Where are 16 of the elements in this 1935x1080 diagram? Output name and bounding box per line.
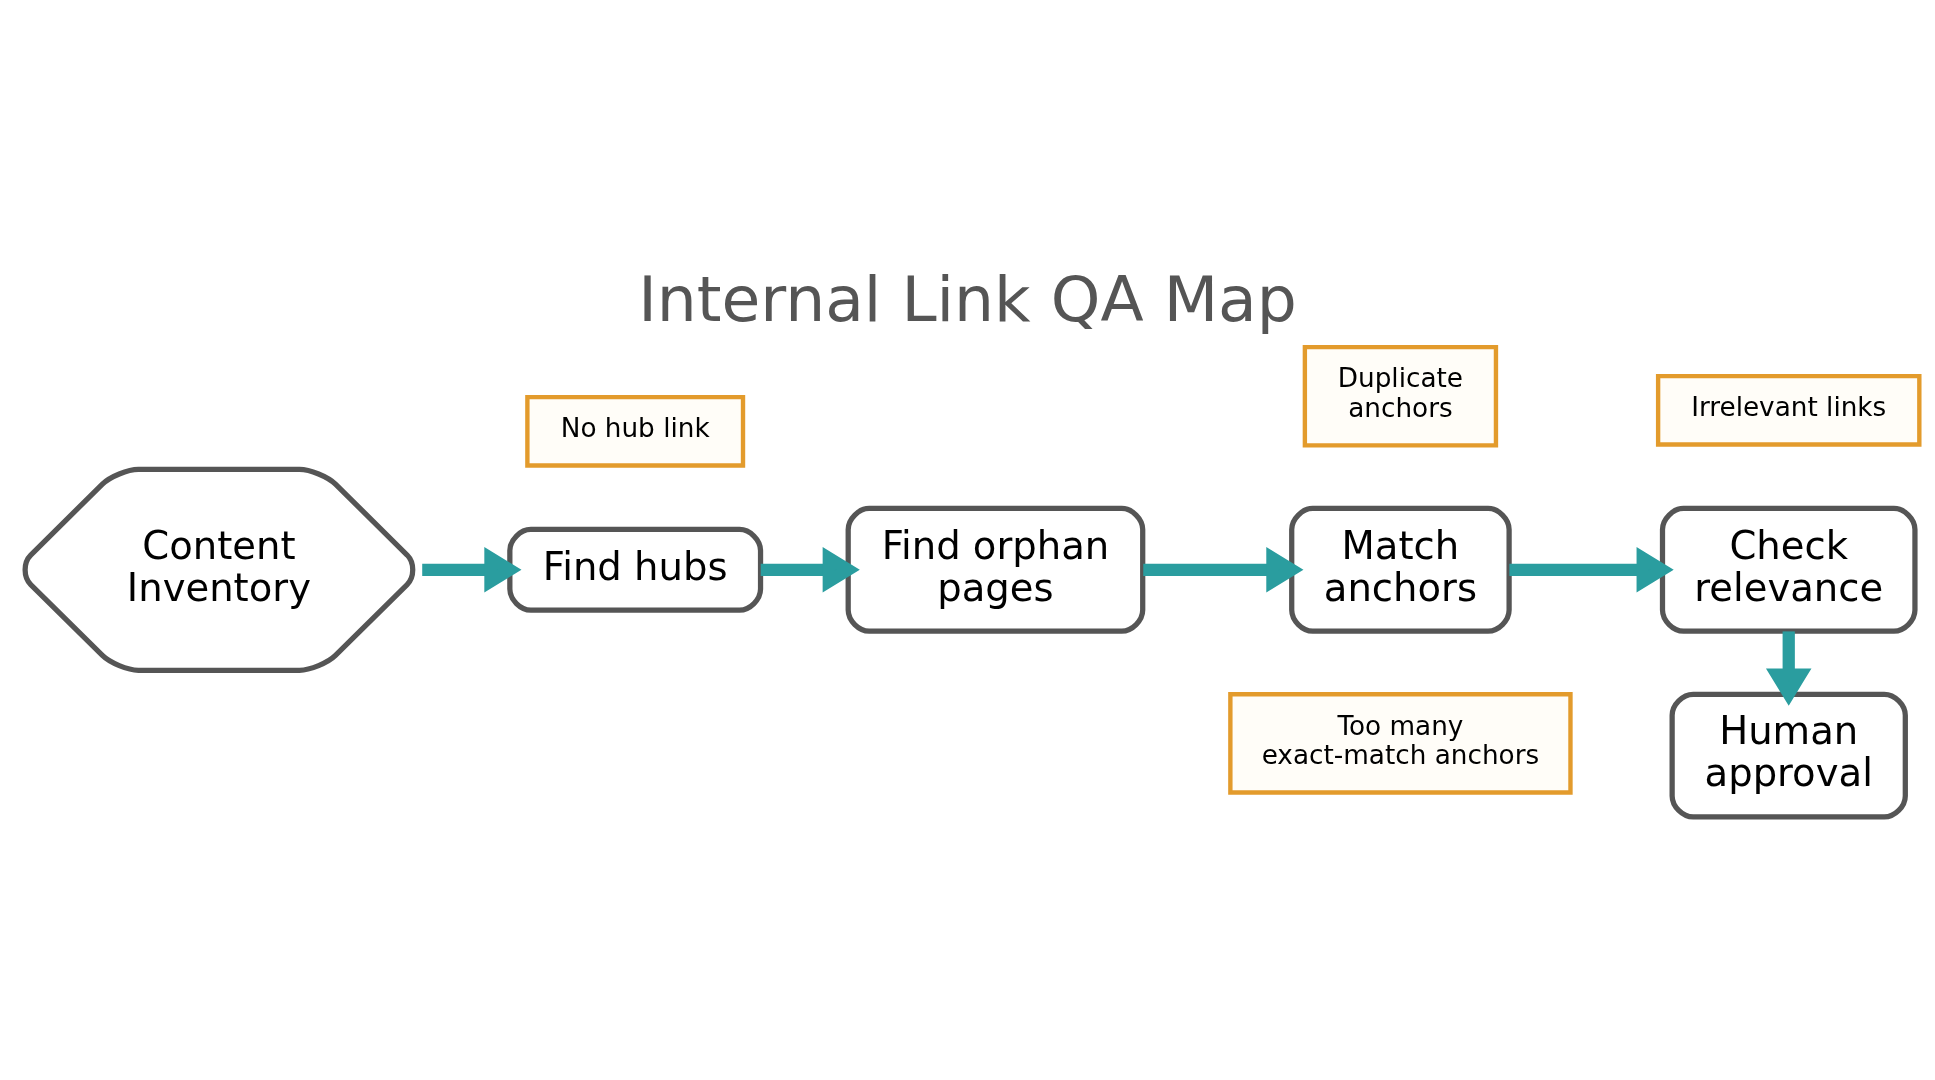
node-box: No hub link [525, 394, 746, 468]
arrow [1143, 547, 1304, 593]
node-ellipse: Content Inventory [22, 466, 416, 673]
node-box: Duplicate anchors [1302, 344, 1499, 448]
arrow [1509, 547, 1674, 593]
arrow [1765, 631, 1812, 706]
node-box: Irrelevant links [1655, 373, 1922, 447]
arrow [422, 547, 522, 593]
arrow [760, 547, 860, 593]
node-box: Check relevance [1659, 505, 1918, 634]
node-box: Match anchors [1289, 505, 1512, 634]
node-box: Too many exact-match anchors [1228, 692, 1573, 795]
node-box: Human approval [1669, 691, 1908, 820]
node-box: Find orphan pages [845, 505, 1146, 634]
node-box: Find hubs [507, 526, 764, 613]
diagram-title: Internal Link QA Map [638, 261, 1297, 336]
